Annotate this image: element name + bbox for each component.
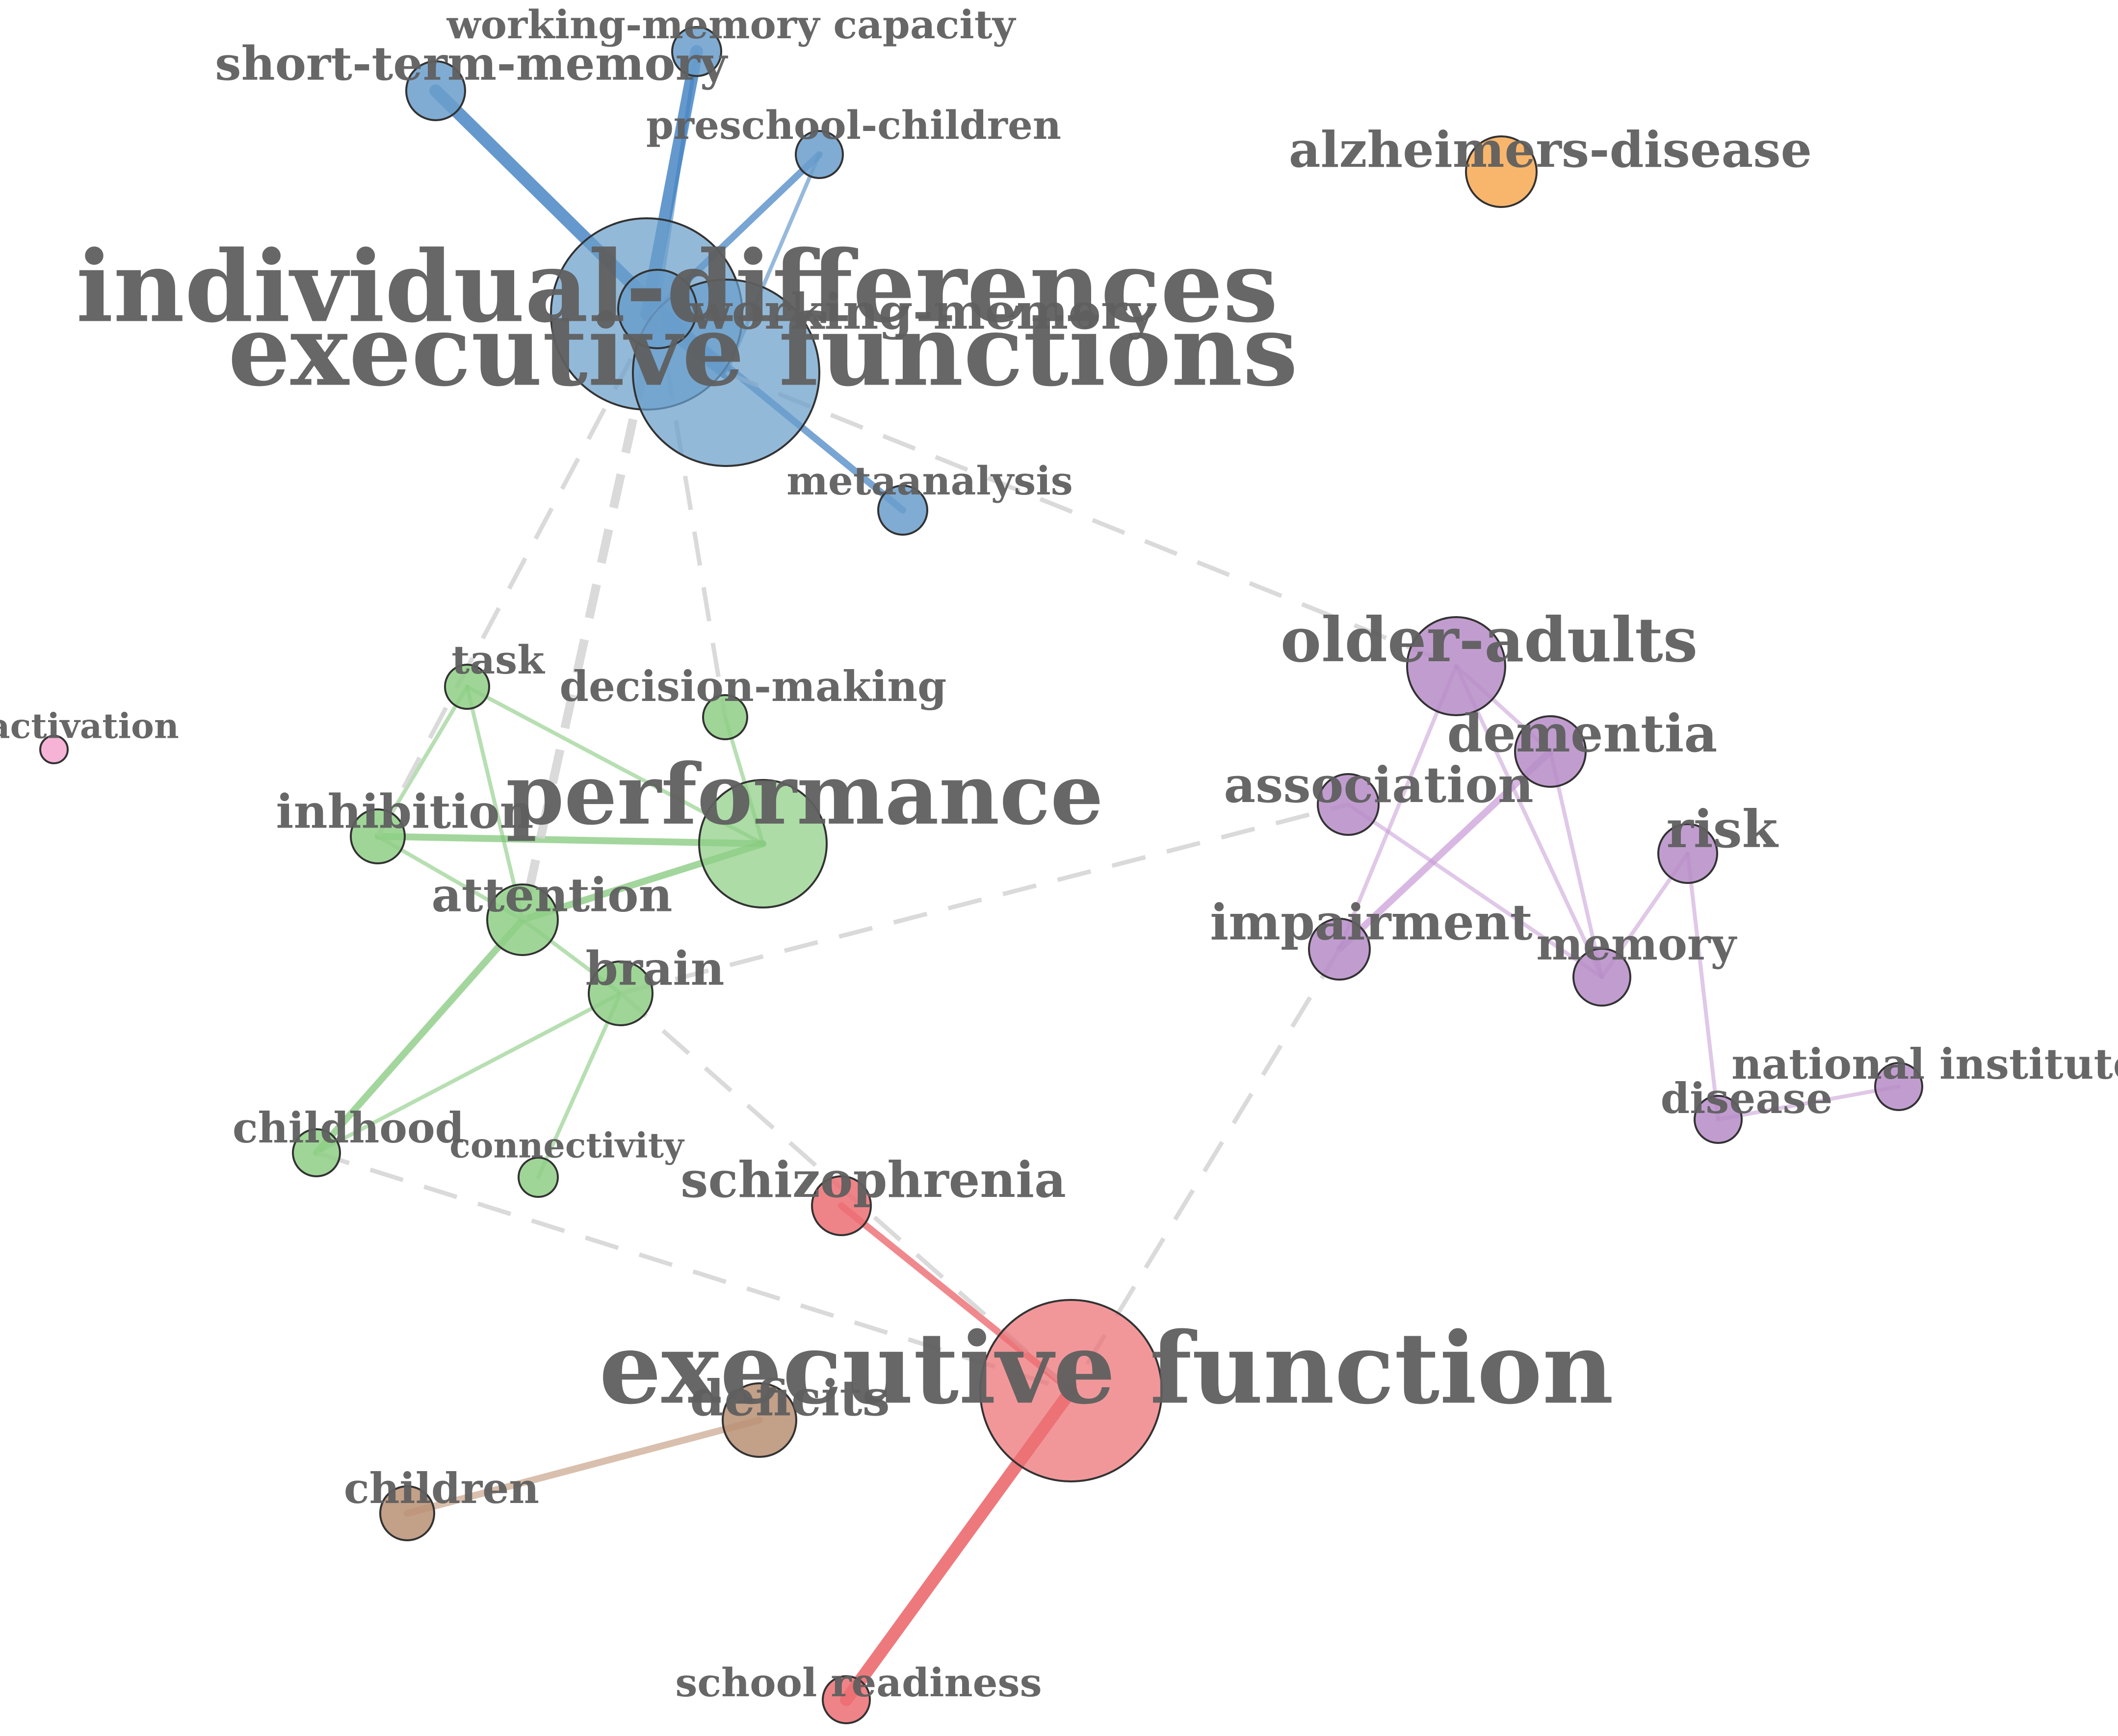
- label-national-institute: national institute: [1731, 1040, 2118, 1089]
- node-dementia: [1514, 715, 1587, 788]
- label-deficits: deficits: [690, 1369, 890, 1427]
- edge-executive-functions-to-older-adults: [725, 370, 1457, 669]
- label-working-memory: working-memory: [689, 283, 1157, 340]
- label-attention: attention: [431, 868, 672, 923]
- node-childhood: [292, 1128, 341, 1177]
- edge-disease-to-national-institute: [1716, 1085, 1901, 1121]
- node-schizophrenia: [811, 1175, 872, 1236]
- edge-association-to-memory: [1346, 803, 1604, 979]
- node-connectivity: [518, 1157, 559, 1198]
- label-disease: disease: [1661, 1074, 1833, 1123]
- node-disease: [1694, 1095, 1743, 1144]
- label-memory: memory: [1536, 918, 1737, 970]
- node-deficits: [722, 1382, 797, 1458]
- node-metaanalysis: [877, 485, 928, 536]
- label-dementia: dementia: [1447, 703, 1718, 764]
- node-attention: [486, 883, 559, 956]
- node-alzheimers-disease: [1465, 135, 1538, 208]
- label-connectivity: connectivity: [449, 1125, 685, 1166]
- label-alzheimers-disease: alzheimers-disease: [1289, 121, 1812, 179]
- edge-older-adults-to-impairment: [1337, 664, 1458, 951]
- node-performance: [698, 779, 828, 908]
- label-preschool-children: preschool-children: [646, 102, 1061, 148]
- edge-task-to-attention: [465, 685, 524, 922]
- node-children: [379, 1485, 435, 1541]
- label-short-term-memory: short-term-memory: [215, 37, 729, 91]
- node-inhibition: [350, 808, 406, 864]
- label-executive-function: executive function: [599, 1311, 1614, 1426]
- label-individual-differences: individual-differences: [76, 230, 1278, 345]
- edge-risk-to-disease: [1686, 852, 1720, 1121]
- label-metaanalysis: metaanalysis: [786, 458, 1073, 504]
- node-brain: [588, 960, 654, 1026]
- edge-working-memory-to-attention: [518, 308, 662, 921]
- node-association: [1317, 773, 1380, 836]
- edge-attention-to-childhood: [313, 916, 526, 1156]
- label-task: task: [451, 637, 545, 683]
- label-children: children: [344, 1464, 539, 1513]
- label-older-adults: older-adults: [1281, 604, 1698, 676]
- node-activation: [39, 735, 69, 764]
- label-working-memory-capacity: working-memory capacity: [446, 1, 1017, 48]
- label-association: association: [1224, 756, 1533, 814]
- node-layer: [39, 26, 1923, 1724]
- label-executive-functions: executive functions: [228, 293, 1298, 409]
- node-older-adults: [1406, 616, 1506, 716]
- edge-dementia-to-impairment: [1336, 748, 1554, 953]
- label-school-readiness: school readiness: [675, 1659, 1042, 1706]
- node-decision-making: [702, 694, 748, 740]
- label-impairment: impairment: [1210, 893, 1533, 951]
- label-risk: risk: [1666, 799, 1778, 859]
- edge-impairment-to-executive-function: [1069, 948, 1341, 1392]
- label-brain: brain: [585, 942, 724, 996]
- node-national-institute: [1874, 1062, 1923, 1111]
- node-risk: [1657, 823, 1718, 884]
- edge-brain-to-childhood: [314, 991, 623, 1155]
- node-impairment: [1308, 918, 1371, 981]
- edge-working-memory-to-inhibition: [376, 308, 659, 838]
- edge-older-adults-to-memory: [1454, 664, 1604, 979]
- node-memory: [1572, 948, 1631, 1007]
- label-schizophrenia: schizophrenia: [680, 1151, 1066, 1209]
- label-performance: performance: [506, 746, 1103, 844]
- node-short-term-memory: [405, 60, 466, 121]
- edge-brain-to-association: [620, 802, 1349, 996]
- edge-dementia-to-memory: [1548, 750, 1604, 979]
- node-task: [444, 664, 490, 710]
- edge-deficits-to-children: [404, 1417, 763, 1517]
- edge-brain-to-connectivity: [536, 991, 623, 1179]
- label-childhood: childhood: [233, 1104, 464, 1153]
- label-decision-making: decision-making: [560, 662, 947, 711]
- node-school-readiness: [822, 1675, 871, 1724]
- label-inhibition: inhibition: [276, 785, 533, 839]
- node-preschool-children: [795, 130, 844, 179]
- node-working-memory: [617, 269, 698, 349]
- node-executive-function: [979, 1299, 1163, 1482]
- label-activation: activation: [0, 706, 179, 747]
- edge-childhood-to-executive-function: [315, 1150, 1072, 1393]
- node-working-memory-capacity: [671, 26, 722, 77]
